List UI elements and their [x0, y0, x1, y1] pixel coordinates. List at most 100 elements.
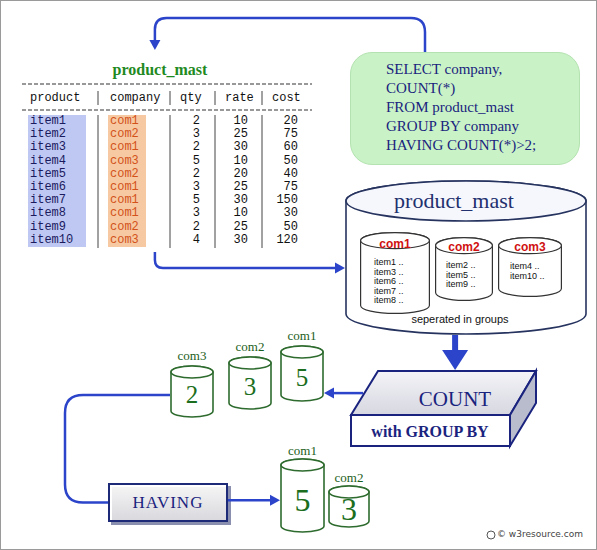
qty-cell: 3 — [178, 128, 200, 141]
cost-cell: 30 — [268, 207, 298, 220]
result-cylinder: com23 — [328, 470, 370, 528]
product-cell: item3 — [28, 141, 86, 154]
qty-cell: 2 — [178, 168, 200, 181]
count-block: COUNTwith GROUP BY — [350, 370, 537, 447]
arrow-head — [335, 263, 345, 274]
column-separator — [215, 91, 216, 105]
group-note: seperated in groups — [339, 313, 581, 326]
company-cell: com3 — [108, 234, 146, 247]
group-cylinder: com2 item2 .. item5 .. item9 .. — [435, 237, 493, 301]
having-box: HAVING — [108, 483, 228, 522]
column-separator — [262, 115, 263, 248]
cylinder-body — [436, 238, 493, 301]
rate-cell: 25 — [222, 221, 248, 234]
flow-connector — [149, 18, 425, 52]
table-title: product_mast — [100, 60, 220, 79]
qty-cell: 2 — [178, 115, 200, 128]
count-subtitle: with GROUP BY — [350, 422, 510, 442]
cylinder-top — [436, 238, 493, 254]
product-cell: item6 — [28, 181, 86, 194]
flow-connector — [155, 252, 345, 274]
product-cell: item10 — [28, 234, 86, 247]
cost-cell: 120 — [268, 234, 298, 247]
rate-cell: 10 — [222, 207, 248, 220]
rate-cell: 30 — [222, 194, 248, 207]
arrow-head — [442, 350, 468, 370]
qty-cell: 4 — [178, 234, 200, 247]
cost-cell: 20 — [268, 115, 298, 128]
group-count: 5 — [280, 483, 325, 517]
qty-cell: 5 — [178, 194, 200, 207]
product-cell: item9 — [28, 221, 86, 234]
column-header: rate — [225, 92, 254, 105]
qty-cell: 2 — [178, 141, 200, 154]
watermark: © w3resource.com — [497, 529, 583, 540]
arrow-head — [270, 495, 280, 506]
connector-line — [65, 395, 170, 503]
connector-line — [228, 499, 271, 502]
having-label: HAVING — [110, 493, 226, 513]
rate-cell: 30 — [222, 234, 248, 247]
product-cell: item4 — [28, 155, 86, 168]
group-items: item1 .. item3 .. item6 .. item7 .. item… — [374, 258, 428, 306]
cost-cell: 75 — [268, 128, 298, 141]
product-cell: item5 — [28, 168, 86, 181]
qty-cell: 3 — [178, 181, 200, 194]
company-cell: com1 — [108, 181, 146, 194]
company-cell: com1 — [108, 207, 146, 220]
cylinder-top — [229, 357, 271, 369]
group-count: 3 — [328, 492, 370, 526]
connector-line — [155, 252, 336, 268]
cylinder-body — [171, 366, 213, 417]
slab-front — [351, 415, 510, 446]
table-rule — [22, 110, 312, 111]
group-count: 3 — [228, 373, 272, 401]
cost-cell: 50 — [268, 155, 298, 168]
cylinder-top — [281, 459, 324, 471]
cost-cell: 150 — [268, 194, 298, 207]
product-cell: item1 — [28, 115, 86, 128]
rate-cell: 25 — [222, 128, 248, 141]
sql-query: SELECT company, COUNT(*) FROM product_ma… — [386, 60, 576, 155]
group-count: 2 — [170, 381, 214, 409]
group-count: 5 — [280, 364, 324, 392]
company-cell: com2 — [108, 221, 146, 234]
cylinder-body — [361, 233, 430, 314]
group-name: com1 — [360, 237, 430, 251]
company-cell: com3 — [108, 155, 146, 168]
rate-cell: 10 — [222, 115, 248, 128]
column-separator — [215, 115, 216, 248]
table-name: product_mast — [333, 188, 575, 214]
rate-cell: 10 — [222, 155, 248, 168]
column-separator — [170, 91, 171, 105]
cost-cell: 60 — [268, 141, 298, 154]
rate-cell: 25 — [222, 181, 248, 194]
group-cylinder: com3item4 .. item10 .. — [498, 237, 562, 297]
qty-cell: 2 — [178, 221, 200, 234]
group-name: com3 — [498, 240, 562, 254]
flow-connector — [324, 388, 363, 399]
column-separator — [98, 115, 99, 248]
group-cylinder: com1 item1 .. item3 .. item6 .. item7 .. … — [360, 232, 430, 314]
flow-connector — [65, 395, 170, 503]
group-name: com2 — [435, 240, 493, 254]
query-box: SELECT company, COUNT(*) FROM product_ma… — [350, 52, 580, 165]
column-header: qty — [180, 92, 202, 105]
cylinder-body — [229, 357, 271, 409]
qty-cell: 5 — [178, 155, 200, 168]
count-cylinder: com15 — [280, 326, 324, 402]
product-cell: item2 — [28, 128, 86, 141]
company-cell: com2 — [108, 128, 146, 141]
group-name: com2 — [320, 470, 378, 485]
cylinder-body — [281, 346, 323, 401]
cylinder-top — [499, 238, 562, 254]
group-items: item2 .. item5 .. item9 .. — [446, 261, 492, 290]
count-cylinder: com32 — [170, 348, 214, 418]
company-cell: com1 — [108, 141, 146, 154]
count-cylinder: com23 — [228, 337, 272, 410]
company-cell: com2 — [108, 168, 146, 181]
column-header: company — [110, 92, 160, 105]
